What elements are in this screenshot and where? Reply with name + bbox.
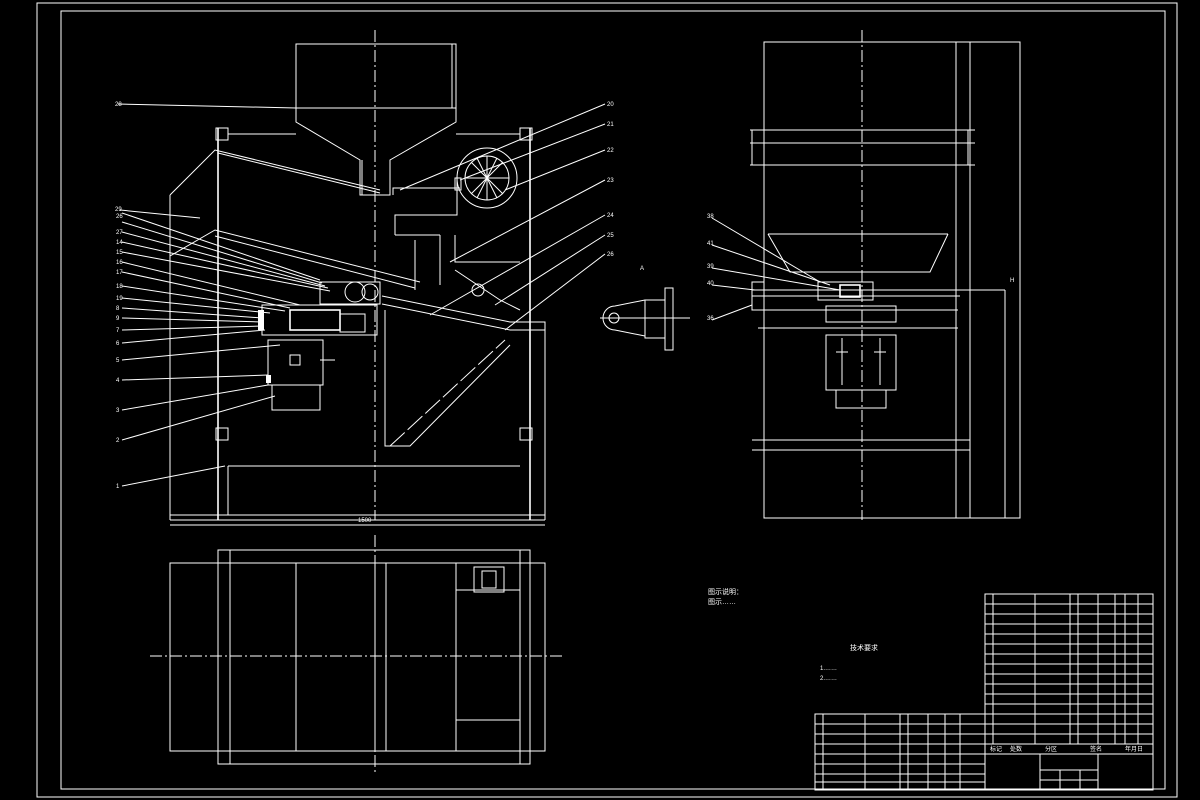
svg-text:4: 4	[116, 378, 120, 384]
svg-text:A: A	[640, 266, 644, 272]
svg-text:23: 23	[607, 178, 614, 184]
svg-text:39: 39	[707, 264, 714, 270]
svg-text:技术要求: 技术要求	[850, 643, 878, 652]
svg-text:38: 38	[707, 214, 714, 220]
svg-text:16: 16	[116, 260, 123, 266]
svg-text:36: 36	[707, 316, 714, 322]
svg-text:41: 41	[707, 241, 714, 247]
svg-text:26: 26	[607, 252, 614, 258]
parts-list: 标记 处数 分区 签名 年月日	[814, 593, 1154, 791]
outer-border	[36, 2, 1178, 798]
svg-text:签名: 签名	[1090, 745, 1102, 753]
svg-text:1500: 1500	[358, 518, 372, 524]
svg-text:20: 20	[607, 102, 614, 108]
side-view: H 38 41 39 40 36	[707, 30, 1021, 520]
front-view: 1500	[169, 30, 546, 526]
svg-text:9: 9	[116, 316, 120, 322]
motor	[267, 339, 324, 386]
svg-text:处数: 处数	[1010, 745, 1022, 753]
notes: 图示说明： 图示…… 技术要求 1.…… 2.……	[708, 587, 878, 682]
svg-text:27: 27	[116, 230, 123, 236]
svg-text:8: 8	[116, 306, 120, 312]
svg-text:图示……: 图示……	[708, 598, 736, 606]
svg-text:2.……: 2.……	[820, 676, 837, 682]
svg-text:17: 17	[116, 270, 123, 276]
svg-text:26: 26	[116, 214, 123, 220]
svg-text:H: H	[1010, 278, 1014, 284]
svg-text:年月日: 年月日	[1125, 745, 1143, 753]
svg-text:24: 24	[607, 213, 614, 219]
svg-text:1: 1	[116, 484, 120, 490]
svg-text:3: 3	[116, 408, 120, 414]
svg-text:2: 2	[116, 438, 120, 444]
svg-text:1.……: 1.……	[820, 666, 837, 672]
top-view	[150, 535, 565, 775]
svg-text:25: 25	[607, 233, 614, 239]
svg-text:标记: 标记	[990, 745, 1002, 753]
svg-text:14: 14	[116, 240, 123, 246]
svg-text:21: 21	[607, 122, 614, 128]
inner-border	[60, 10, 1166, 790]
svg-text:6: 6	[116, 341, 120, 347]
svg-text:15: 15	[116, 250, 123, 256]
svg-text:图示说明：: 图示说明：	[708, 587, 743, 596]
svg-text:18: 18	[116, 284, 123, 290]
svg-text:29: 29	[115, 207, 122, 213]
svg-text:5: 5	[116, 358, 120, 364]
callouts-left: 28 29 26 27 14 15 16 17 18 19 8 9 7 6 5 …	[115, 102, 331, 490]
detail-view: A	[600, 266, 690, 351]
svg-text:19: 19	[116, 296, 123, 302]
svg-text:分区: 分区	[1045, 745, 1057, 753]
svg-text:7: 7	[116, 328, 120, 334]
svg-text:22: 22	[607, 148, 614, 154]
callouts-right: 20 21 22 23 24 25 26	[399, 102, 614, 331]
svg-text:40: 40	[707, 281, 714, 287]
svg-text:28: 28	[115, 102, 122, 108]
hopper-box	[295, 43, 457, 109]
